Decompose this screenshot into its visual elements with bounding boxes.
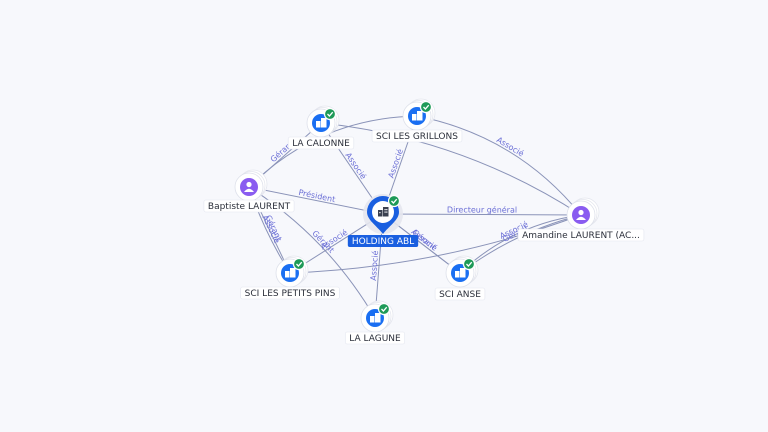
person-icon	[576, 209, 586, 220]
nodes-layer: HOLDING ABL LA CALONNE SCI LES GRILLONS Bap…	[203, 98, 645, 345]
node-label: Baptiste LAURENT	[208, 202, 291, 212]
node-label-background	[347, 235, 419, 247]
node-label: SCI LES GRILLONS	[376, 132, 458, 142]
building-icon	[378, 207, 389, 217]
node-label: SCI LES PETITS PINS	[245, 289, 336, 299]
node-label: LA LAGUNE	[349, 334, 401, 344]
verified-check-icon	[323, 107, 337, 121]
node-label-background	[434, 287, 486, 301]
node-label: SCI ANSE	[439, 290, 481, 300]
node-label: HOLDING ABL	[352, 237, 414, 247]
node-label-background	[203, 199, 295, 213]
node-sci-les-grillons[interactable]: SCI LES GRILLONS	[371, 98, 463, 143]
verified-check-icon	[377, 302, 391, 316]
node-sci-les-petits-pins[interactable]: SCI LES PETITS PINS	[240, 255, 340, 300]
edge-label: Associé	[343, 150, 368, 181]
node-label: LA CALONNE	[292, 139, 350, 149]
node-sci-anse[interactable]: SCI ANSE	[434, 255, 486, 301]
edge-amandine-calonne	[320, 122, 582, 216]
node-label: Amandine LAURENT (AC...	[522, 231, 640, 241]
edge-amandine-holding	[382, 213, 582, 216]
building-icon	[285, 268, 296, 278]
edge-label: Directeur général	[447, 204, 517, 214]
node-la-calonne[interactable]: LA CALONNE	[287, 105, 355, 150]
node-label-background	[517, 228, 645, 242]
edge-baptiste-lagune	[248, 186, 376, 319]
building-icon	[455, 268, 466, 278]
verified-check-icon	[292, 257, 306, 271]
building-icon	[316, 118, 327, 128]
edge-label: Associé	[386, 147, 405, 179]
verified-check-icon	[462, 257, 476, 271]
edge-amandine-grillons	[416, 115, 582, 216]
node-la-lagune[interactable]: LA LAGUNE	[344, 300, 406, 345]
verified-check-icon	[419, 100, 433, 114]
edge-label: Président	[298, 187, 337, 204]
building-icon	[370, 313, 381, 323]
node-amandine-laurent-ac[interactable]: Amandine LAURENT (AC...	[517, 197, 645, 242]
node-label-background	[344, 331, 406, 345]
node-holding-abl[interactable]: HOLDING ABL	[347, 194, 419, 247]
person-icon	[244, 181, 254, 192]
node-baptiste-laurent[interactable]: Baptiste LAURENT	[203, 169, 295, 213]
building-icon	[412, 111, 423, 121]
node-label-background	[287, 136, 355, 150]
edge-label: Associé	[368, 250, 380, 281]
node-label-background	[240, 286, 340, 300]
node-label-background	[371, 129, 463, 143]
verified-check-icon	[387, 194, 401, 208]
